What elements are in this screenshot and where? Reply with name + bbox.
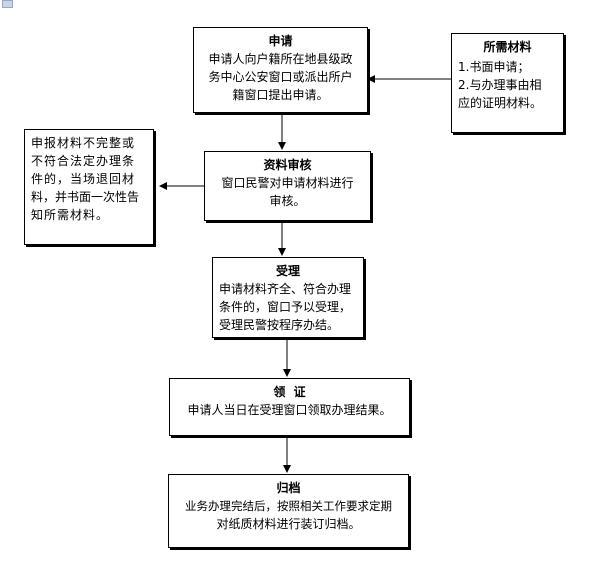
collect-line: 申请人当日在受理窗口领取办理结果。 (187, 403, 392, 417)
review-line: 窗口民警对申请材料进行 (221, 176, 354, 190)
review-box: 资料审核 窗口民警对申请材料进行 审核。 (204, 151, 371, 221)
reject-box: 申报材料不完整或 不符合法定办理条 件的，当场退回材 料，并书面一次性告 知所需… (24, 129, 154, 245)
reject-line: 不符合法定办理条 (31, 154, 136, 168)
accept-line: 申请材料齐全、符合办理 (219, 282, 352, 296)
materials-line: 2.与办理事由相 (458, 78, 542, 92)
collect-box: 领 证 申请人当日在受理窗口领取办理结果。 (169, 378, 410, 436)
archive-title: 归档 (276, 481, 301, 495)
window-icon (2, 0, 13, 8)
apply-title: 申请 (268, 34, 293, 48)
accept-line: 受理民警按程序办结。 (219, 318, 340, 332)
reject-line: 知所需材料。 (31, 208, 110, 222)
apply-line: 籍窗口提出申请。 (232, 88, 329, 102)
reject-line: 件的，当场退回材 (31, 172, 136, 186)
reject-line: 申报材料不完整或 (31, 136, 136, 150)
review-title: 资料审核 (263, 158, 312, 172)
materials-title: 所需材料 (483, 40, 532, 54)
archive-line: 对纸质材料进行装订归档。 (216, 517, 361, 531)
reject-line: 料，并书面一次性告 (31, 190, 140, 204)
archive-box: 归档 业务办理完结后，按照相关工作要求定期 对纸质材料进行装订归档。 (168, 474, 409, 548)
apply-box: 申请 申请人向户籍所在地县级政 务中心公安窗口或派出所户 籍窗口提出申请。 (193, 27, 368, 113)
apply-line: 务中心公安窗口或派出所户 (208, 70, 353, 84)
accept-line: 条件的，窗口予以受理， (219, 300, 352, 314)
materials-line: 应的证明材料。 (458, 96, 543, 110)
apply-line: 申请人向户籍所在地县级政 (208, 52, 353, 66)
materials-line: 1.书面申请； (458, 60, 530, 74)
review-line: 审核。 (269, 194, 306, 208)
accept-box: 受理 申请材料齐全、符合办理 条件的，窗口予以受理， 受理民警按程序办结。 (212, 257, 364, 338)
archive-line: 业务办理完结后，按照相关工作要求定期 (185, 499, 392, 513)
accept-title: 受理 (275, 264, 300, 278)
materials-box: 所需材料 1.书面申请； 2.与办理事由相 应的证明材料。 (451, 33, 564, 133)
collect-title: 领 证 (273, 385, 306, 399)
